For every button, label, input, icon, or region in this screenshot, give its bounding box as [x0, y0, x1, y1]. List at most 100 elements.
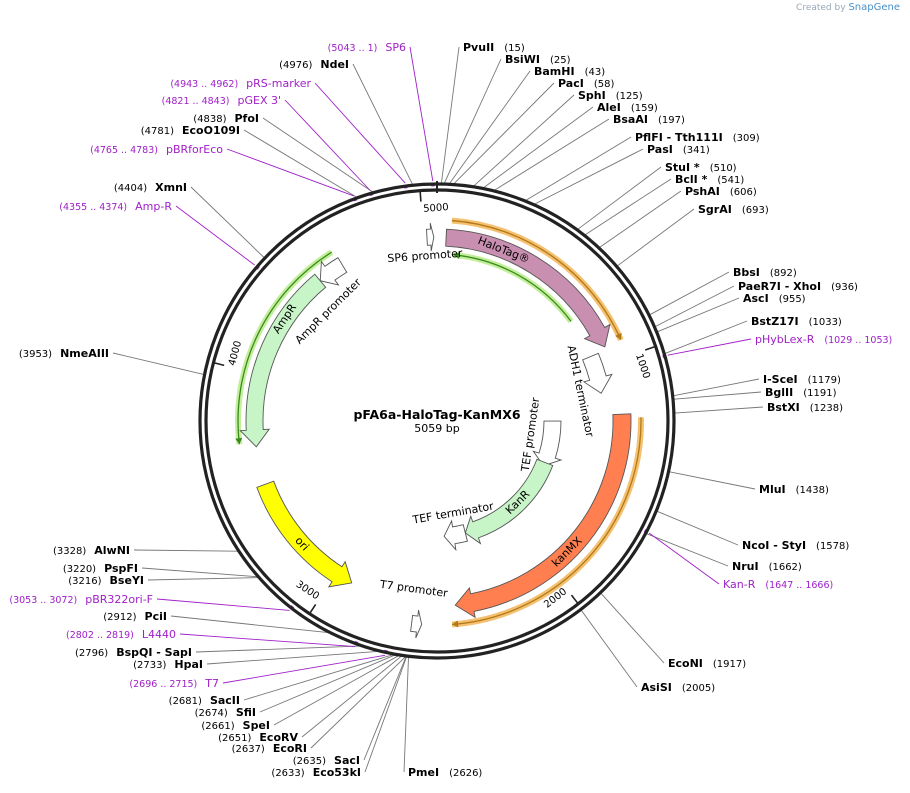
primer-phyblex-r[interactable]: pHybLex-R(1029 .. 1053): [755, 333, 892, 346]
feature-sp6-promoter[interactable]: [426, 223, 435, 252]
primer-pgex-3[interactable]: pGEX 3'(4821 .. 4843): [162, 94, 281, 107]
site-position: (1438): [796, 485, 829, 496]
feature-highlight-arcs: [235, 217, 644, 628]
enzyme-site-bsiwi[interactable]: BsiWI(25): [505, 53, 571, 66]
enzyme-site-pasi[interactable]: PasI (341): [647, 143, 710, 156]
feature-t7-promoter[interactable]: [410, 610, 423, 639]
primer-prs-marker[interactable]: pRS-marker(4943 .. 4962): [170, 77, 311, 90]
site-name: BseYI: [110, 574, 144, 587]
enzyme-site-hpai[interactable]: HpaI(2733): [133, 658, 203, 671]
site-name: Amp-R: [135, 200, 172, 213]
enzyme-site-ecori[interactable]: EcoRI(2637): [232, 742, 307, 755]
site-position: (125): [616, 91, 643, 102]
leader-line: [657, 297, 740, 333]
enzyme-site-mlui[interactable]: MluI(1438): [759, 483, 829, 496]
enzyme-site-nrui[interactable]: NruI(1662): [732, 560, 802, 573]
enzyme-site-sphi[interactable]: SphI(125): [578, 89, 643, 102]
leader-line: [314, 82, 406, 184]
enzyme-site-saci[interactable]: SacI(2635): [293, 754, 360, 767]
leader-line: [403, 657, 409, 773]
credit-prefix: Created by: [796, 3, 846, 13]
enzyme-site-bamhi[interactable]: BamHI(43): [534, 65, 605, 78]
feature-kanmx[interactable]: [454, 413, 632, 619]
enzyme-site-bstxi[interactable]: BstXI(1238): [767, 401, 843, 414]
enzyme-site-asci[interactable]: AscI(955): [743, 292, 806, 305]
site-name: pRS-marker: [246, 77, 311, 90]
feature-halotag[interactable]: [445, 228, 611, 348]
enzyme-site-alei[interactable]: AleI(159): [597, 101, 658, 114]
enzyme-site-pshai[interactable]: PshAI(606): [685, 185, 757, 198]
enzyme-site-bspqi-sapi[interactable]: BspQI - SapI(2796): [75, 646, 192, 659]
leader-line: [259, 654, 395, 713]
highlight-arrowhead: [453, 252, 460, 259]
enzyme-site-nmeaiii[interactable]: NmeAIII(3953): [19, 347, 109, 360]
enzyme-site-paer7i-xhoi[interactable]: PaeR7I - XhoI(936): [738, 280, 858, 293]
feature-ori[interactable]: [256, 480, 353, 588]
enzyme-site-pvuii[interactable]: PvuII(15): [463, 41, 525, 54]
primer-pbr322ori-f[interactable]: pBR322ori-F(3053 .. 3072): [9, 593, 153, 606]
enzyme-site-xmni[interactable]: XmnI(4404): [114, 181, 187, 194]
primer-pbrforeco[interactable]: pBRforEco(4765 .. 4783): [90, 143, 223, 156]
leader-line: [363, 656, 407, 761]
site-position: (309): [733, 133, 760, 144]
primer-t7[interactable]: T7(2696 .. 2715): [129, 677, 219, 690]
enzyme-site-bbsi[interactable]: BbsI(892): [733, 266, 797, 279]
enzyme-site-spei[interactable]: SpeI(2661): [201, 719, 270, 732]
enzyme-site-stui[interactable]: StuI *(510): [665, 161, 737, 174]
feature-adh1-terminator[interactable]: [582, 352, 613, 394]
primer-l4440[interactable]: L4440(2802 .. 2819): [66, 628, 176, 641]
site-position: (4404): [114, 183, 147, 194]
leader-line: [156, 598, 290, 611]
site-position: (3328): [53, 546, 86, 557]
enzyme-site-sgrai[interactable]: SgrAI(693): [698, 203, 769, 216]
enzyme-site-paci[interactable]: PacI(58): [558, 77, 614, 90]
site-labels: PvuII(15)BsiWI(25)BamHI(43)PacI(58)SphI(…: [9, 41, 892, 779]
site-position: (1917): [713, 659, 746, 670]
feature-tef-terminator[interactable]: [443, 519, 468, 552]
site-name: BsaAI: [613, 113, 648, 126]
leader-line: [273, 655, 399, 726]
enzyme-site-eco53ki[interactable]: Eco53kI(2633): [271, 766, 361, 779]
feature-ampr[interactable]: [239, 273, 327, 448]
leader-line: [141, 567, 258, 578]
enzyme-site-ncoi-styi[interactable]: NcoI - StyI(1578): [742, 539, 849, 552]
enzyme-site-bglii[interactable]: BglII(1191): [765, 386, 837, 399]
site-position: (3053 .. 3072): [9, 595, 77, 606]
site-position: (955): [779, 294, 806, 305]
site-name: EcoRI: [273, 742, 307, 755]
enzyme-site-econi[interactable]: EcoNI(1917): [668, 657, 746, 670]
primer-kan-r[interactable]: Kan-R(1647 .. 1666): [723, 578, 833, 591]
enzyme-site-alwni[interactable]: AlwNI(3328): [53, 544, 130, 557]
enzyme-site-bstz17i[interactable]: BstZ17I(1033): [751, 315, 842, 328]
site-position: (3220): [63, 564, 96, 575]
site-name: PshAI: [685, 185, 720, 198]
primer-amp-r[interactable]: Amp-R(4355 .. 4374): [59, 200, 172, 213]
leader-line: [584, 178, 672, 236]
enzyme-site-pflfi-tth111i[interactable]: PflFI - Tth111I(309): [635, 131, 760, 144]
primer-sp6[interactable]: SP6(5043 .. 1): [328, 41, 406, 54]
enzyme-site-ndei[interactable]: NdeI(4976): [279, 58, 349, 71]
enzyme-site-bsaai[interactable]: BsaAI(197): [613, 113, 685, 126]
site-name: NruI: [732, 560, 759, 573]
site-position: (341): [683, 145, 710, 156]
enzyme-site-asisi[interactable]: AsiSI(2005): [641, 681, 715, 694]
enzyme-site-pfoi[interactable]: PfoI(4838): [193, 112, 259, 125]
site-name: PasI: [647, 143, 673, 156]
site-name: StuI *: [665, 161, 700, 174]
site-name: pHybLex-R: [755, 333, 815, 346]
enzyme-site-sfii[interactable]: SfiI(2674): [195, 706, 256, 719]
enzyme-site-pspfi[interactable]: PspFI(3220): [63, 562, 138, 575]
enzyme-site-bcli[interactable]: BclI *(541): [675, 173, 744, 186]
site-name: PacI: [558, 77, 584, 90]
enzyme-site-pcii[interactable]: PciI(2912): [103, 610, 167, 623]
enzyme-site-pmei[interactable]: PmeI(2626): [408, 766, 482, 779]
enzyme-site-sacii[interactable]: SacII(2681): [169, 694, 240, 707]
feature-ampr-promoter[interactable]: [319, 257, 348, 286]
site-position: (4838): [193, 114, 226, 125]
leader-line: [443, 58, 502, 184]
enzyme-site-bseyi[interactable]: BseYI(3216): [68, 574, 144, 587]
enzyme-site-i-scei[interactable]: I-SceI(1179): [763, 373, 841, 386]
site-name: SfiI: [236, 706, 256, 719]
enzyme-site-ecoo109i[interactable]: EcoO109I(4781): [141, 124, 240, 137]
enzyme-site-ecorv[interactable]: EcoRV(2651): [218, 731, 298, 744]
